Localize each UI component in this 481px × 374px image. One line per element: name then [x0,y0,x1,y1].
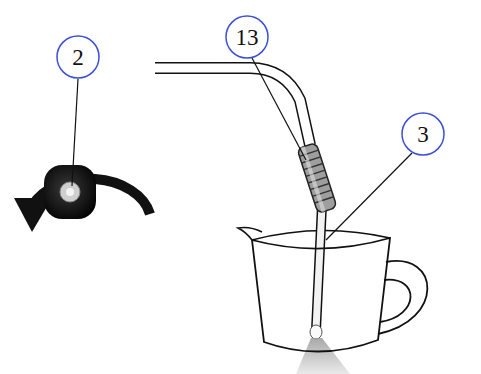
steam-pipe-inner [155,68,310,145]
pitcher-handle [378,261,427,334]
steam-knob [44,165,96,219]
knob-screw [66,188,74,196]
callout-circle: 13 [225,15,269,59]
steam-jet [296,338,350,374]
callout-ring [226,16,268,58]
callout-ring [57,36,99,78]
callout-number: 13 [236,26,259,49]
milk-pitcher [252,238,390,352]
leader-line [326,153,412,240]
callout-circle: 3 [401,112,445,156]
steam-wand-inner [316,205,322,330]
leader-line [72,79,78,186]
pitcher-spout [238,228,262,241]
wand-tip [310,325,322,339]
callout-circle: 2 [56,35,100,79]
callout-ring [402,113,444,155]
knob-center [60,182,80,202]
steam-wand [316,205,322,330]
callout-number: 2 [72,46,84,69]
steam-pipe [155,68,310,145]
leader-line [252,58,306,160]
callout-number: 3 [417,123,429,146]
